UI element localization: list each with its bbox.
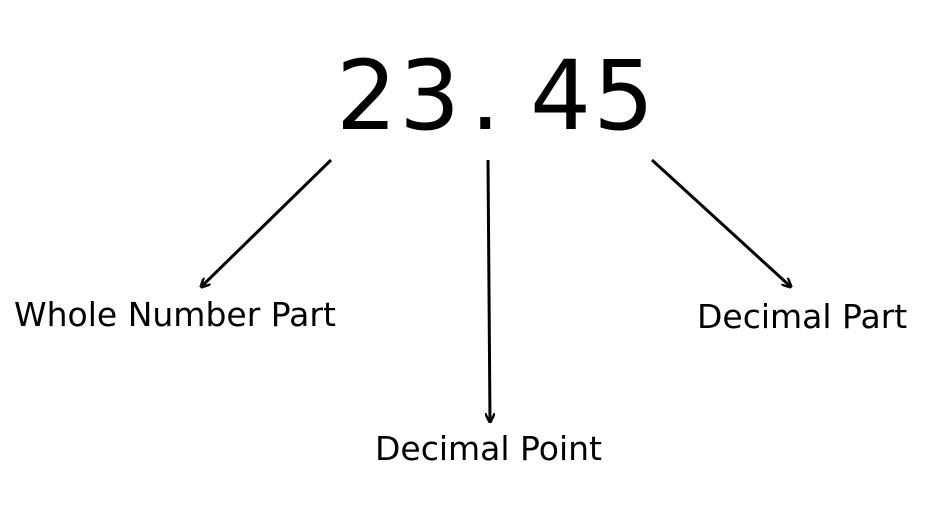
- whole-number-digits: 23: [336, 40, 463, 152]
- decimal-part-label: Decimal Part: [697, 297, 908, 336]
- decimal-point-symbol: .: [470, 40, 503, 152]
- decimal-point-label: Decimal Point: [375, 429, 602, 468]
- arrow-to-decimal-point: [488, 159, 490, 422]
- decimal-digits: 45: [530, 40, 657, 152]
- whole-number-part-label: Whole Number Part: [14, 295, 336, 334]
- arrow-to-whole-part: [201, 158, 333, 287]
- arrow-to-decimal-part: [650, 158, 791, 287]
